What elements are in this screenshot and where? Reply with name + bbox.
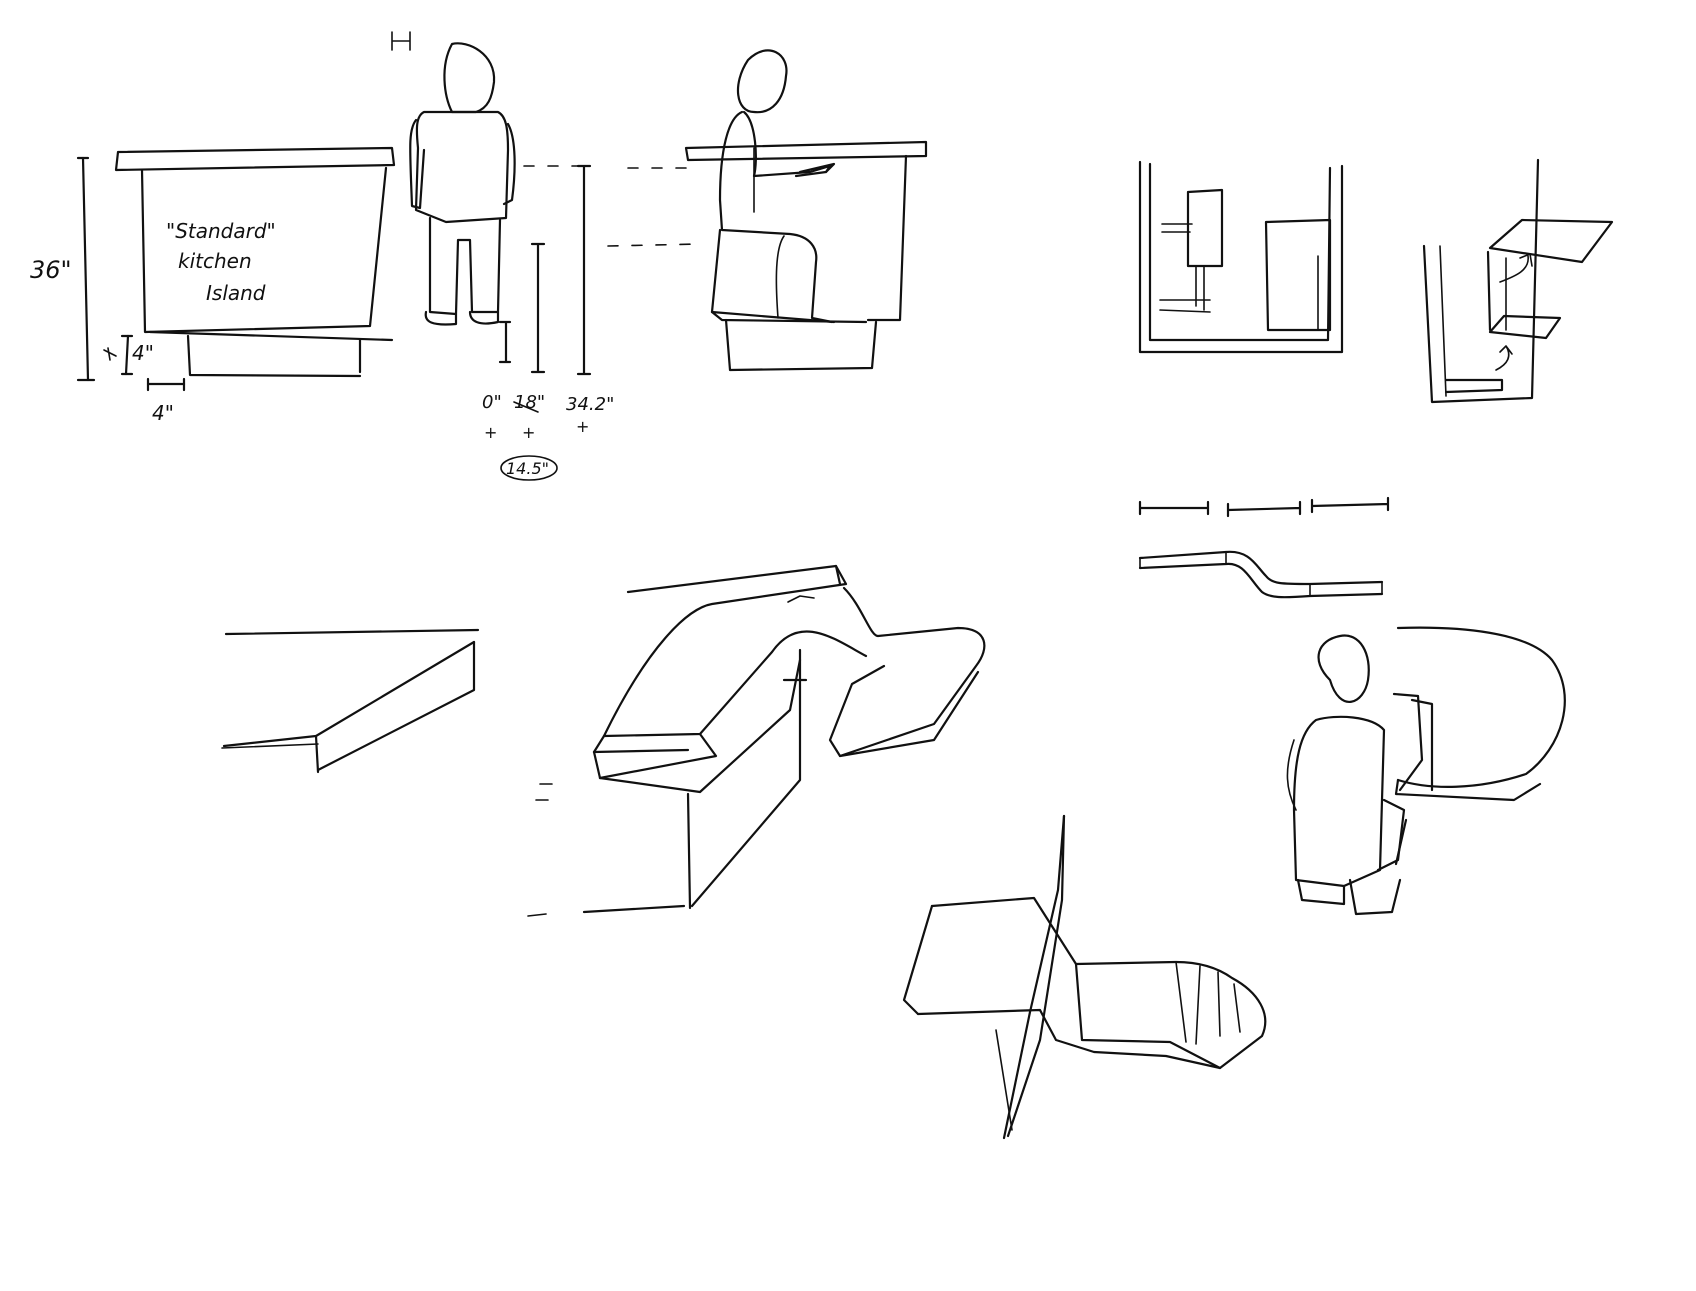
- island-height-label: 36": [30, 256, 72, 284]
- plain-slab-sketch: [221, 628, 480, 774]
- dim-zero-label: 0": [482, 392, 502, 413]
- stepped-seat-elevation: [1138, 160, 1344, 354]
- seated-figure-side-view: [684, 49, 928, 372]
- plus-mark-2: +: [522, 423, 535, 442]
- toe-kick-dimension: [103, 334, 186, 392]
- shaped-counter-sketch: [527, 564, 986, 917]
- surface-profile-dimensions: [1138, 496, 1390, 518]
- plus-mark-3: +: [576, 417, 589, 436]
- curved-chaise-sketch: [902, 814, 1267, 1140]
- toe-kick-depth-label: 4": [152, 401, 174, 425]
- plus-mark-1: +: [484, 423, 497, 442]
- toe-kick-height-label: 4": [132, 341, 154, 365]
- seat-height-dimensions: [498, 164, 701, 481]
- folding-shelf-perspective: [1422, 158, 1614, 404]
- surface-profile: [1138, 550, 1384, 599]
- dim-circled-label: 14.5": [506, 459, 549, 478]
- dim-struck-label: 18": [514, 392, 545, 413]
- island-height-dimension: [76, 156, 96, 382]
- island-label-line-3: Island: [206, 281, 266, 305]
- standing-figure: [391, 31, 516, 326]
- seated-figure-curved-counter: [1286, 626, 1566, 916]
- kitchen-island-elevation: [114, 146, 396, 378]
- dim-seat-label: 34.2": [566, 394, 614, 415]
- island-label-line-1: "Standard": [166, 219, 276, 243]
- island-label-line-2: kitchen: [178, 249, 252, 273]
